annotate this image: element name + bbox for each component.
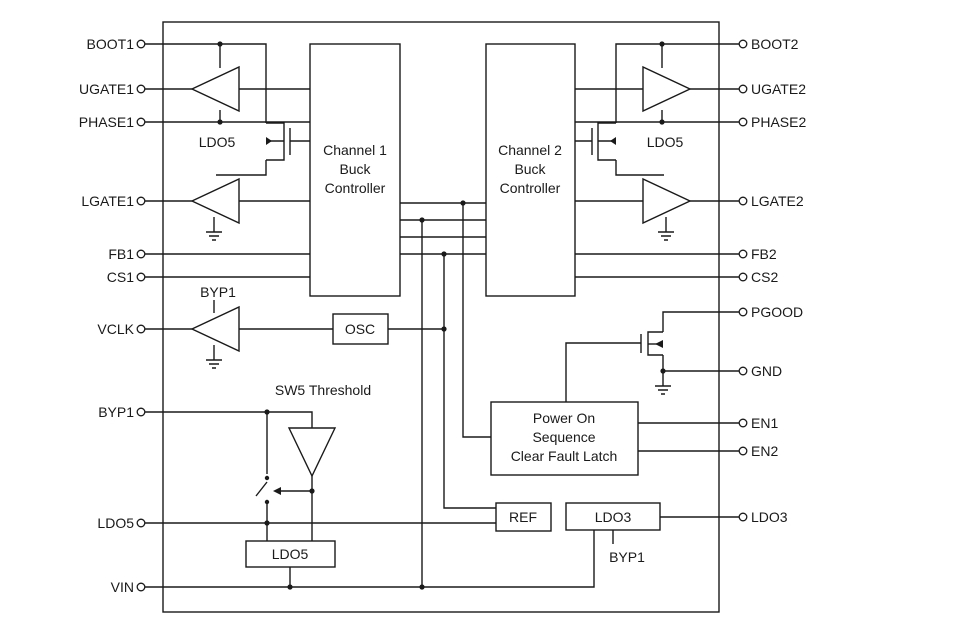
pin-label-gnd: GND [751, 363, 782, 379]
pin-cs2 [738, 272, 748, 282]
ref-label: REF [509, 509, 537, 525]
channel2-label-line2: Buck [514, 161, 546, 177]
channel2-controller [485, 43, 576, 297]
pin-gnd [738, 366, 748, 376]
pin-phase1 [136, 117, 146, 127]
ldo5-label-left: LDO5 [199, 134, 236, 150]
pin-label-phase1: PHASE1 [79, 114, 134, 130]
power-on-label-line3: Clear Fault Latch [511, 448, 618, 464]
ldo3-block [565, 502, 661, 531]
pin-lgate2 [738, 196, 748, 206]
pin-byp1 [136, 407, 146, 417]
pin-lgate1 [136, 196, 146, 206]
sw5-threshold-label: SW5 Threshold [275, 382, 371, 398]
right-wires [575, 43, 743, 518]
pin-fb2 [738, 249, 748, 259]
pin-label-en1: EN1 [751, 415, 778, 431]
pin-label-fb1: FB1 [108, 246, 134, 262]
pin-boot1 [136, 39, 146, 49]
pin-label-vclk: VCLK [97, 321, 134, 337]
pin-en1 [738, 418, 748, 428]
pin-ldo3 [738, 512, 748, 522]
byp1-label-bottom: BYP1 [609, 549, 645, 565]
sw5-comparator [287, 427, 337, 478]
ldo5-block [245, 540, 336, 568]
pin-label-boot1: BOOT1 [87, 36, 135, 52]
channel2-label-line1: Channel 2 [498, 142, 562, 158]
pin-label-lgate2: LGATE2 [751, 193, 804, 209]
pin-boot2 [738, 39, 748, 49]
pin-label-cs2: CS2 [751, 269, 778, 285]
vclk-buffer [190, 305, 240, 353]
pin-label-cs1: CS1 [107, 269, 134, 285]
pin-label-lgate1: LGATE1 [81, 193, 134, 209]
channel1-label-line3: Controller [325, 180, 386, 196]
pin-vclk [136, 324, 146, 334]
power-on-label-line1: Power On [533, 410, 595, 426]
channel1-label-line1: Channel 1 [323, 142, 387, 158]
ldo5-block-label: LDO5 [272, 546, 309, 562]
osc-block [332, 313, 389, 345]
pin-ldo5 [136, 518, 146, 528]
ldo5-mosfet-right [575, 122, 664, 176]
byp1-label-top: BYP1 [200, 284, 236, 300]
pin-label-ldo5: LDO5 [97, 515, 134, 531]
pin-fb1 [136, 249, 146, 259]
power-on-block [490, 401, 639, 476]
junction-dots [217, 41, 666, 590]
lgate2-driver [642, 177, 692, 225]
pin-label-boot2: BOOT2 [751, 36, 799, 52]
pin-cs1 [136, 272, 146, 282]
pin-label-en2: EN2 [751, 443, 778, 459]
ugate1-driver [190, 65, 240, 113]
ldo5-mosfet-left [216, 122, 310, 176]
pin-label-vin: VIN [111, 579, 134, 595]
drivers [190, 65, 692, 478]
ldo3-label: LDO3 [595, 509, 632, 525]
left-pins: BOOT1 UGATE1 PHASE1 LGATE1 FB1 CS1 VCLK … [79, 36, 146, 595]
pin-label-phase2: PHASE2 [751, 114, 806, 130]
pin-phase2 [738, 117, 748, 127]
ldo5-label-right: LDO5 [647, 134, 684, 150]
pin-label-byp1: BYP1 [98, 404, 134, 420]
channel2-label-line3: Controller [500, 180, 561, 196]
internal-bus [400, 202, 614, 587]
pin-vin [136, 582, 146, 592]
power-on-label-line2: Sequence [532, 429, 595, 445]
pin-pgood [738, 307, 748, 317]
pin-label-ldo3: LDO3 [751, 509, 788, 525]
osc-label: OSC [345, 321, 375, 337]
right-pins: BOOT2 UGATE2 PHASE2 LGATE2 FB2 CS2 PGOOD… [738, 36, 806, 525]
pin-label-pgood: PGOOD [751, 304, 803, 320]
pin-ugate2 [738, 84, 748, 94]
ref-block [495, 502, 552, 532]
pin-label-ugate2: UGATE2 [751, 81, 806, 97]
chip-outline [162, 21, 720, 613]
channel1-controller [309, 43, 401, 297]
left-wires [145, 43, 595, 588]
pgood-mosfet [565, 331, 663, 402]
pin-label-ugate1: UGATE1 [79, 81, 134, 97]
channel1-label-line2: Buck [339, 161, 371, 177]
pin-en2 [738, 446, 748, 456]
pin-label-fb2: FB2 [751, 246, 777, 262]
ugate2-driver [642, 65, 692, 113]
pin-ugate1 [136, 84, 146, 94]
lgate1-driver [190, 177, 240, 225]
